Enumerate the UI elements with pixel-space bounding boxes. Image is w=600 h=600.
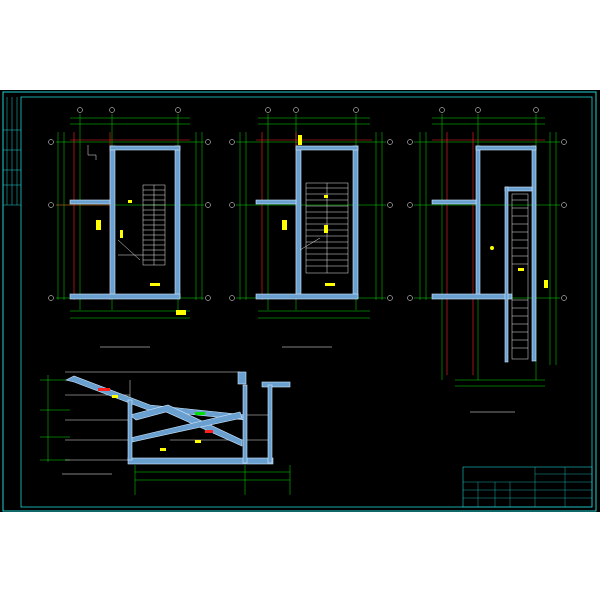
- cad-drawing-viewport[interactable]: [0, 90, 600, 512]
- title-block-grid: [463, 467, 592, 507]
- plan-2-stair: [299, 182, 349, 274]
- plan-3-walls: [431, 145, 537, 363]
- plan-view-1: [48, 107, 211, 348]
- plan-3-axes: [432, 132, 545, 375]
- plan-1-stair: [87, 145, 166, 266]
- section-view-1: [40, 371, 291, 495]
- section-slabs: [65, 371, 291, 465]
- inner-border: [20, 96, 593, 508]
- plan-1-axes: [56, 132, 190, 300]
- section-notes: [98, 388, 213, 451]
- plan-3-stair: [511, 193, 529, 360]
- plan-2-axis-bubbles: [229, 107, 393, 301]
- plan-1-dimension-lines: [56, 114, 204, 319]
- outer-border: [2, 91, 597, 512]
- plan-view-2: [229, 107, 393, 348]
- plan-2-notes: [282, 135, 335, 286]
- plan-3-dimension-lines: [414, 114, 560, 387]
- plan-1-notes: [96, 200, 186, 315]
- plan-1-axis-bubbles: [48, 107, 211, 301]
- plan-view-3: [407, 107, 567, 413]
- cad-drawing: [2, 91, 597, 512]
- title-block: [462, 466, 593, 508]
- plan-3-axis-bubbles: [407, 107, 567, 301]
- plan-2-walls: [255, 145, 359, 300]
- plan-3-notes: [490, 246, 548, 288]
- plan-2-dimension-lines: [236, 114, 386, 319]
- binding-strip: [3, 97, 21, 206]
- plan-1-walls: [69, 145, 181, 300]
